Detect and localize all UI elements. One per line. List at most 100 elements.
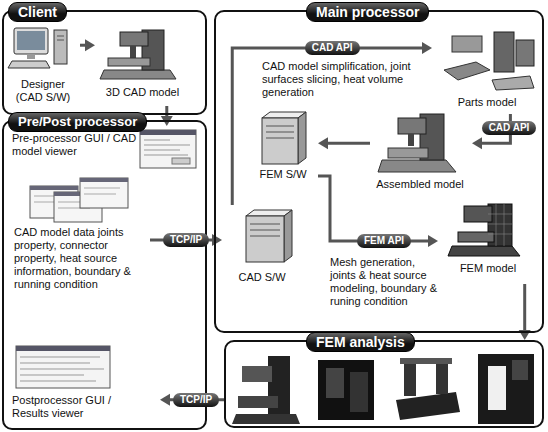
protocol-tag: TCP/IP bbox=[163, 233, 209, 247]
arrow-line bbox=[523, 284, 526, 332]
arrow-head bbox=[85, 39, 95, 51]
gui-window-part bbox=[144, 145, 190, 146]
arrow-head bbox=[428, 235, 438, 247]
server-icon-part bbox=[262, 118, 298, 164]
component-node: Postprocessor GUI / Results viewer bbox=[10, 342, 160, 426]
arrow-head bbox=[422, 42, 432, 54]
protocol-tag: CAD API bbox=[305, 41, 360, 55]
panel-heading: FEM analysis bbox=[306, 332, 415, 352]
arrow-line bbox=[326, 142, 370, 145]
panel-region: FEM analysis bbox=[224, 340, 544, 428]
results-window-part bbox=[16, 346, 110, 388]
component-node: Pre-processor GUI / CAD model viewer bbox=[8, 126, 198, 172]
node-label: Parts model bbox=[432, 96, 542, 109]
component-node: 3D CAD model bbox=[95, 22, 192, 106]
server-icon bbox=[246, 210, 292, 262]
computer-icon-part bbox=[8, 61, 50, 68]
node-label: CAD model data joints property, connecto… bbox=[14, 226, 144, 291]
fem-mesh-model-part bbox=[448, 246, 520, 256]
machine-model-part bbox=[130, 46, 136, 58]
data-sheets bbox=[30, 178, 128, 222]
server-icon-part bbox=[266, 138, 294, 139]
computer-icon-part bbox=[57, 36, 64, 37]
component-node: CAD S/W bbox=[222, 205, 304, 287]
analysis-result-part bbox=[238, 396, 278, 408]
parts-model-part bbox=[516, 40, 534, 66]
analysis-result bbox=[232, 356, 300, 424]
machine-model bbox=[100, 30, 176, 79]
assembled-model-part bbox=[408, 134, 414, 146]
machine-model-part bbox=[120, 32, 148, 46]
analysis-result-part bbox=[436, 362, 448, 394]
computer-icon-part bbox=[27, 54, 35, 59]
component-node: Assembled model bbox=[370, 108, 472, 196]
parts-model-part bbox=[494, 32, 514, 72]
note-text: CAD model simplification, joint surfaces… bbox=[262, 60, 422, 99]
analysis-result-part bbox=[232, 414, 300, 424]
gui-window bbox=[140, 130, 196, 168]
analysis-result-part bbox=[488, 366, 506, 410]
component-node: FEM S/W bbox=[250, 108, 318, 188]
gui-window-part bbox=[140, 130, 196, 135]
server-icon-part bbox=[266, 126, 294, 127]
flow-arrow bbox=[161, 106, 173, 126]
analysis-result-part bbox=[326, 368, 344, 398]
server-icon-part bbox=[284, 210, 292, 262]
panel-region: Pre/Post processorPre-processor GUI / CA… bbox=[2, 120, 207, 430]
analysis-result bbox=[396, 358, 460, 420]
server-icon-part bbox=[266, 132, 294, 133]
node-label: Postprocessor GUI / Results viewer bbox=[12, 394, 137, 420]
parts-model-part bbox=[444, 62, 490, 80]
protocol-tag: TCP/IP bbox=[173, 393, 219, 407]
computer-icon-part bbox=[14, 28, 48, 54]
gui-window-part bbox=[140, 130, 196, 168]
data-sheets-part bbox=[84, 188, 120, 189]
arrow-head bbox=[318, 137, 328, 149]
analysis-result-part bbox=[512, 360, 528, 380]
node-label: Pre-processor GUI / CAD model viewer bbox=[12, 132, 137, 158]
assembled-model-part bbox=[378, 160, 456, 172]
protocol-tag: CAD API bbox=[482, 121, 537, 135]
assembled-model-part bbox=[388, 148, 428, 158]
gui-window-part bbox=[144, 140, 170, 141]
server-icon-part bbox=[246, 216, 284, 262]
assembled-model-part bbox=[398, 118, 426, 134]
arrow-head bbox=[472, 137, 482, 149]
analysis-result-part bbox=[242, 366, 272, 382]
server-icon bbox=[262, 112, 306, 164]
data-sheets-part bbox=[80, 178, 128, 208]
component-node: CAD model data joints property, connecto… bbox=[10, 174, 150, 294]
data-sheets-part bbox=[30, 186, 78, 190]
computer-icon-part bbox=[17, 31, 45, 50]
note-text: Mesh generation, joints & heat source mo… bbox=[330, 256, 438, 308]
flow-arrow bbox=[150, 234, 222, 246]
fem-mesh-model-part bbox=[458, 232, 494, 242]
fem-mesh-model-part bbox=[488, 204, 512, 246]
results-window-part bbox=[20, 357, 100, 358]
server-icon-part bbox=[250, 236, 280, 237]
computer-icon-part bbox=[54, 30, 67, 64]
assembled-model bbox=[378, 114, 456, 172]
server-icon-part bbox=[250, 224, 280, 225]
panel-heading: Pre/Post processor bbox=[8, 112, 147, 132]
parts-model bbox=[444, 32, 534, 90]
gui-window-part bbox=[144, 155, 188, 156]
node-label: FEM model bbox=[438, 262, 538, 275]
gui-window-part bbox=[144, 150, 180, 151]
analysis-result-part bbox=[400, 358, 452, 364]
machine-model-part bbox=[100, 70, 176, 79]
analysis-result-part bbox=[396, 392, 460, 420]
gui-window-part bbox=[172, 158, 190, 164]
machine-model-part bbox=[108, 58, 150, 66]
component-node: FEM model bbox=[438, 198, 540, 284]
data-sheets-part bbox=[84, 194, 116, 195]
results-window-part bbox=[16, 346, 110, 351]
node-label: Assembled model bbox=[370, 178, 470, 191]
node-label: Designer (CAD S/W) bbox=[8, 78, 78, 104]
computer-icon-part bbox=[57, 40, 64, 41]
analysis-result-part bbox=[350, 372, 368, 412]
flow-arrow bbox=[318, 137, 370, 149]
results-window bbox=[16, 346, 110, 388]
fem-mesh-model-part bbox=[464, 206, 492, 222]
